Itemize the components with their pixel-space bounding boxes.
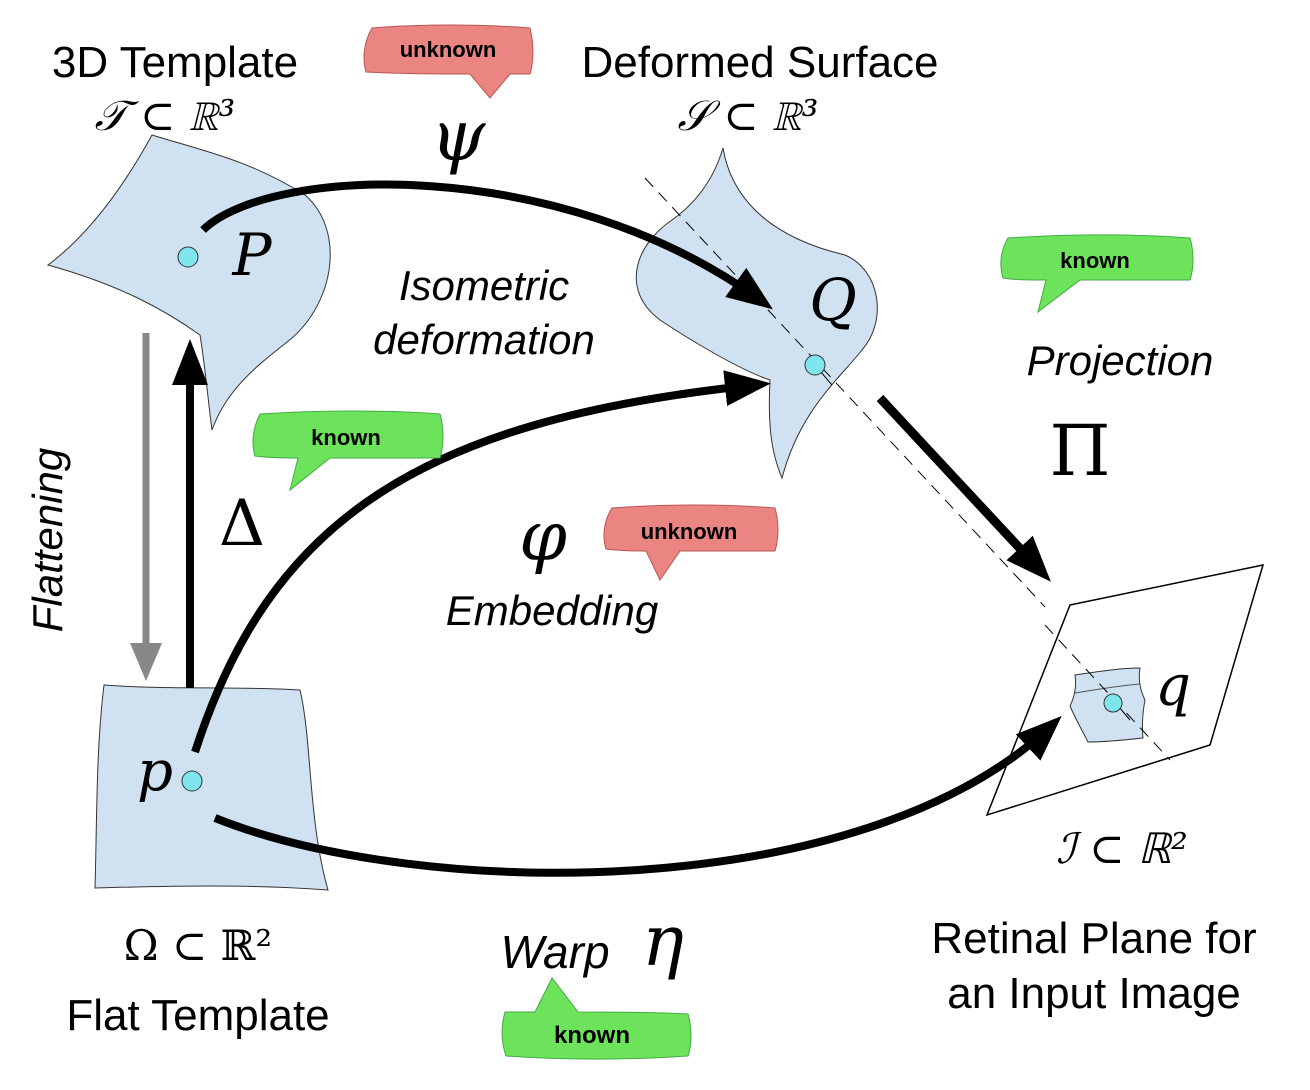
- image-plane-math: ℐ ⊂ ℝ²: [1056, 824, 1188, 873]
- point-Q-dot: [804, 354, 826, 376]
- point-q-label: q: [1155, 654, 1191, 719]
- psi-badge-bubble: [363, 24, 534, 99]
- projection-badge-text: known: [1060, 248, 1130, 273]
- point-P-label: P: [231, 221, 272, 289]
- isometric-label-line2: deformation: [373, 316, 595, 363]
- point-p-dot: [181, 770, 203, 792]
- retinal-plane-title-line2: an Input Image: [947, 969, 1241, 1018]
- omega-math: Ω ⊂ ℝ²: [124, 921, 272, 970]
- point-q-dot: [1103, 693, 1123, 713]
- delta-badge-bubble: [252, 410, 444, 492]
- point-Q-label: Q: [809, 266, 857, 334]
- psi-arrow: [200, 180, 773, 310]
- isometric-label-line1: Isometric: [399, 262, 569, 309]
- warp-label: Warp: [500, 926, 609, 978]
- phi-symbol: φ: [519, 498, 567, 577]
- flat-template-title: Flat Template: [66, 991, 329, 1040]
- template-3d-math: 𝒯 ⊂ ℝ³: [95, 91, 236, 140]
- template-3d-surface: [46, 134, 331, 431]
- deformed-surface-title: Deformed Surface: [581, 38, 938, 87]
- deformed-surface-math: 𝒮 ⊂ ℝ³: [677, 91, 818, 140]
- point-P-dot: [177, 246, 199, 268]
- image-patch-crease: [1074, 683, 1141, 694]
- projection-arrow: [876, 394, 1051, 582]
- projection-label: Projection: [1027, 337, 1214, 384]
- flattening-label: Flattening: [24, 448, 71, 632]
- embedding-label: Embedding: [446, 587, 658, 634]
- point-p-label: p: [137, 739, 173, 804]
- eta-symbol: η: [642, 900, 684, 982]
- retinal-plane-title-line1: Retinal Plane for: [931, 914, 1256, 963]
- warp-badge-bubble: [501, 977, 692, 1060]
- projection-ray-dashed: [644, 177, 1046, 608]
- deformed-surface: [635, 147, 878, 480]
- projection-ray-inner: [1044, 624, 1171, 761]
- delta-badge-text: known: [311, 425, 381, 450]
- phi-badge-bubble: [603, 504, 779, 581]
- delta-symbol: Δ: [219, 487, 265, 561]
- eta-arrow: [213, 716, 1062, 877]
- psi-badge-text: unknown: [400, 37, 497, 62]
- projection-badge-bubble: [1000, 234, 1194, 314]
- warp-badge-text: known: [554, 1022, 630, 1049]
- phi-badge-text: unknown: [641, 519, 738, 544]
- phi-arrow: [191, 370, 771, 754]
- pi-symbol: Π: [1049, 410, 1110, 492]
- psi-symbol: ψ: [431, 95, 487, 177]
- template-3d-title: 3D Template: [52, 38, 298, 87]
